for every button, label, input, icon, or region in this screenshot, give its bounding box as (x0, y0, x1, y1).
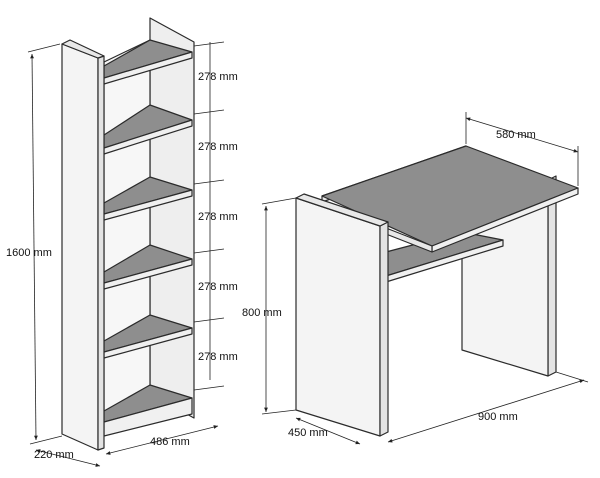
shelf-spacing-label-2: 278 mm (198, 141, 238, 153)
desk-top-depth-label: 580 mm (496, 129, 536, 141)
bookcase-back-panel (103, 39, 151, 421)
shelf-tick-3 (193, 248, 225, 254)
top-depth-dimension-line (465, 117, 579, 153)
bookcase-width-label: 486 mm (150, 436, 190, 448)
desk-width-label: 900 mm (478, 411, 518, 423)
shelf-spacing-label-4: 278 mm (198, 281, 238, 293)
shelf-spacing-label-5: 278 mm (198, 351, 238, 363)
bookcase-dimensions: 1600 mm 220 mm 486 mm 278 mm 278 mm 278 … (6, 41, 238, 467)
desk-left-panel-edge (379, 221, 389, 437)
shelf-tick-5 (193, 385, 225, 391)
bookcase-height-label: 1600 mm (6, 247, 52, 259)
shelf-tick-2 (193, 179, 225, 185)
desk-height-extension-top (261, 197, 297, 205)
desk-width-dimension-line (387, 379, 585, 443)
desk-height-extension-bottom (261, 409, 297, 415)
bookcase-left-panel-front (61, 43, 99, 451)
shelf-spacing-label-3: 278 mm (198, 211, 238, 223)
height-dimension-line (30, 53, 38, 441)
shelf-tick-4 (193, 317, 225, 323)
desk-left-panel-front (295, 197, 381, 437)
shelf-tick-1 (193, 109, 225, 115)
bookcase-left-panel-edge (97, 55, 105, 451)
desk-left-panel-top (295, 193, 389, 227)
bookcase-left-panel-top (61, 39, 105, 59)
shelf-tick-0 (193, 41, 225, 47)
height-extension-top (27, 43, 61, 53)
desk-height-label: 800 mm (242, 307, 282, 319)
height-extension-bottom (29, 435, 63, 445)
bookcase-depth-label: 220 mm (34, 449, 74, 461)
desk (295, 145, 579, 437)
bookcase-back-right-board (149, 17, 195, 419)
bookcase (61, 17, 195, 451)
shelf-spacing-label-1: 278 mm (198, 71, 238, 83)
desk-depth-dimension-line (295, 417, 361, 445)
desk-width-extension-right (555, 371, 589, 383)
desk-depth-label: 450 mm (288, 427, 328, 439)
desk-dimensions: 580 mm 800 mm 450 mm 900 mm (242, 112, 589, 445)
depth-dimension-line (35, 449, 101, 467)
width-dimension-line (105, 425, 219, 455)
